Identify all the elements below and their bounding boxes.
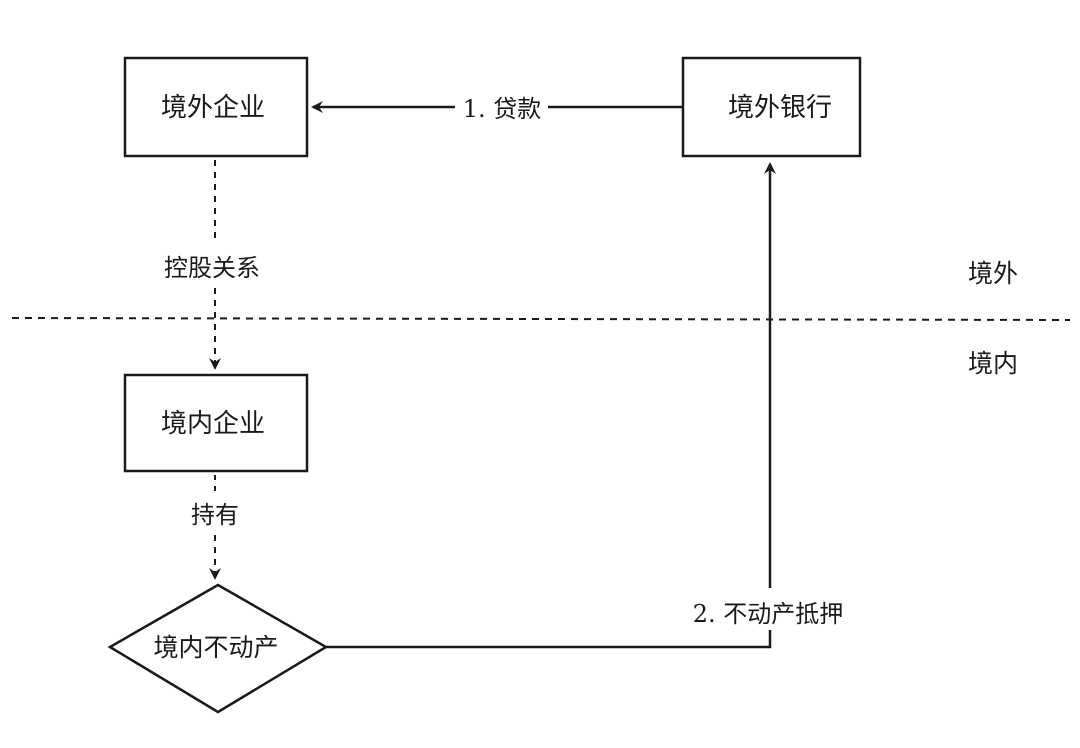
region-domestic-label: 境内 — [968, 349, 1018, 378]
domestic-company-label: 境内企业 — [161, 409, 265, 439]
domestic-property-node: 境内不动产 — [107, 583, 329, 714]
loan-edge: 1. 贷款 — [311, 95, 683, 123]
overseas-bank-node: 境外银行 — [681, 56, 862, 158]
holding-label: 控股关系 — [164, 254, 260, 282]
owns-label: 持有 — [191, 501, 239, 529]
overseas-bank-label: 境外银行 — [728, 93, 832, 123]
region-overseas-label: 境外 — [968, 259, 1018, 288]
mortgage-edge: 2. 不动产抵押 — [326, 162, 844, 649]
domestic-company-node: 境内企业 — [123, 373, 309, 473]
mortgage-label: 2. 不动产抵押 — [693, 600, 844, 628]
border-dashed-line — [11, 317, 1071, 321]
holding-edge: 控股关系 — [164, 160, 260, 370]
overseas-company-node: 境外企业 — [123, 56, 309, 158]
owns-edge: 持有 — [191, 475, 239, 580]
overseas-company-label: 境外企业 — [161, 93, 265, 123]
domestic-property-label: 境内不动产 — [153, 633, 278, 662]
loan-label: 1. 贷款 — [463, 95, 542, 123]
